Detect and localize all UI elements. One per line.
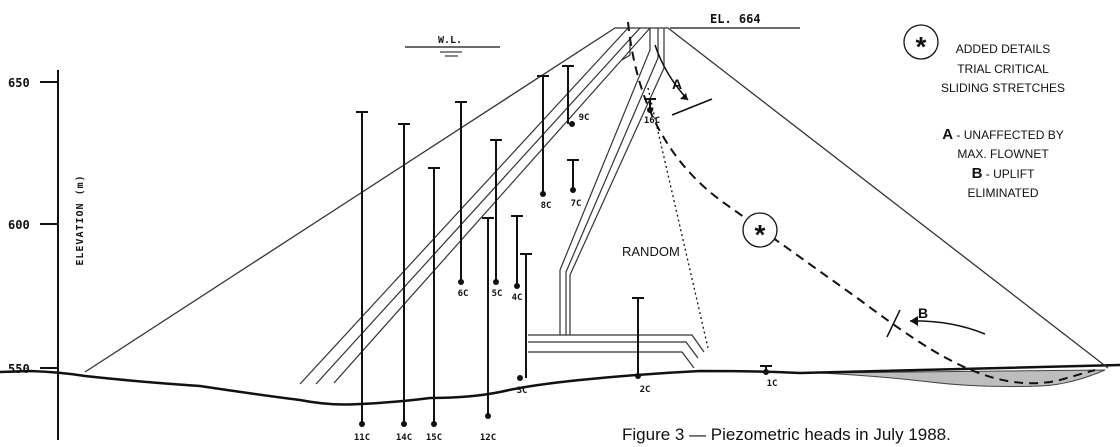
piezometer-15c: 15C [426, 167, 442, 443]
zone-label-random: RANDOM [622, 244, 680, 259]
legend-a-key: A [942, 126, 953, 143]
piezometer-label-1c: 1C [767, 379, 778, 389]
piezometer-6c: 6C [455, 101, 469, 299]
tick-label-600: 600 [8, 218, 30, 232]
crest-elevation-label: EL. 664 [710, 12, 761, 26]
piezometer-label-8c: 8C [541, 201, 552, 211]
piezometer-11c: 11C [354, 111, 370, 443]
piezometer-9c: 9C [562, 65, 590, 127]
piezometer-12c: 12C [480, 217, 496, 443]
figure-caption: Figure 3 — Piezometric heads in July 198… [622, 425, 951, 444]
legend-star-circle [903, 24, 939, 60]
legend-line-3: SLIDING STRETCHES [941, 81, 1065, 95]
tick-label-550: 550 [8, 362, 30, 376]
trial-sliding-dashed-curve [627, 21, 1096, 385]
legend-a-text-2: MAX. FLOWNET [957, 147, 1049, 161]
piezometer-2c: 2C [632, 297, 651, 395]
piezometer-label-6c: 6C [458, 289, 469, 299]
star-marker-body: * [742, 212, 778, 250]
core-filter-bands [299, 27, 705, 385]
marker-a-label: A [672, 76, 682, 92]
piezometer-label-7c: 7C [571, 199, 582, 209]
legend-a-entry: A - UNAFFECTED BY [942, 126, 1064, 143]
marker-a: A [654, 44, 713, 116]
legend-b-text: - UPLIFT [982, 167, 1035, 181]
piezometer-label-5c: 5C [492, 289, 503, 299]
trial-sliding-dotted-line [647, 87, 709, 349]
water-level-label: W.L. [438, 35, 462, 46]
piezometer-1c: 1C [760, 365, 778, 389]
legend-a-text: - UNAFFECTED BY [953, 128, 1064, 142]
legend-b-text-2: ELIMINATED [967, 186, 1038, 200]
piezometer-label-9c: 9C [579, 113, 590, 123]
elevation-axis: 650 600 550 ELEVATION (m) [8, 70, 86, 440]
legend-star-glyph: * [916, 31, 927, 62]
piezometer-5c: 5C [490, 139, 503, 299]
tick-label-650: 650 [8, 76, 30, 90]
piezometer-label-3c: 3C [517, 386, 528, 396]
piezometer-label-14c: 14C [396, 433, 412, 443]
piezometer-14c: 14C [396, 123, 412, 443]
piezometer-label-15c: 15C [426, 433, 442, 443]
water-level-marker: W.L. [405, 35, 500, 57]
piezometer-label-4c: 4C [512, 293, 523, 303]
dam-outline [84, 27, 1109, 373]
legend: * ADDED DETAILS TRIAL CRITICAL SLIDING S… [903, 24, 1065, 200]
legend-line-2: TRIAL CRITICAL [957, 62, 1049, 76]
piezometer-3c: 3C [517, 253, 532, 396]
piezometer-4c: 4C [511, 215, 523, 303]
legend-b-entry: B - UPLIFT [972, 165, 1036, 182]
piezometer-label-11c: 11C [354, 433, 370, 443]
crest-elevation: EL. 664 [670, 12, 800, 29]
piezometer-7c: 7C [567, 159, 582, 209]
piezometer-label-2c: 2C [640, 385, 651, 395]
piezometer-group: 11C 14C 15C 12C 3C [354, 65, 778, 443]
marker-b-label: B [918, 305, 928, 321]
piezometer-label-12c: 12C [480, 433, 496, 443]
star-marker-glyph: * [755, 219, 766, 250]
piezometer-8c: 8C [537, 75, 552, 211]
piezometer-label-16c: 16C [644, 116, 660, 126]
legend-line-1: ADDED DETAILS [956, 42, 1050, 56]
axis-title: ELEVATION (m) [75, 174, 86, 265]
legend-b-key: B [972, 165, 983, 182]
piezometer-16c: 16C [644, 98, 660, 126]
foundation-line [0, 363, 1120, 406]
marker-b: B [886, 305, 986, 338]
